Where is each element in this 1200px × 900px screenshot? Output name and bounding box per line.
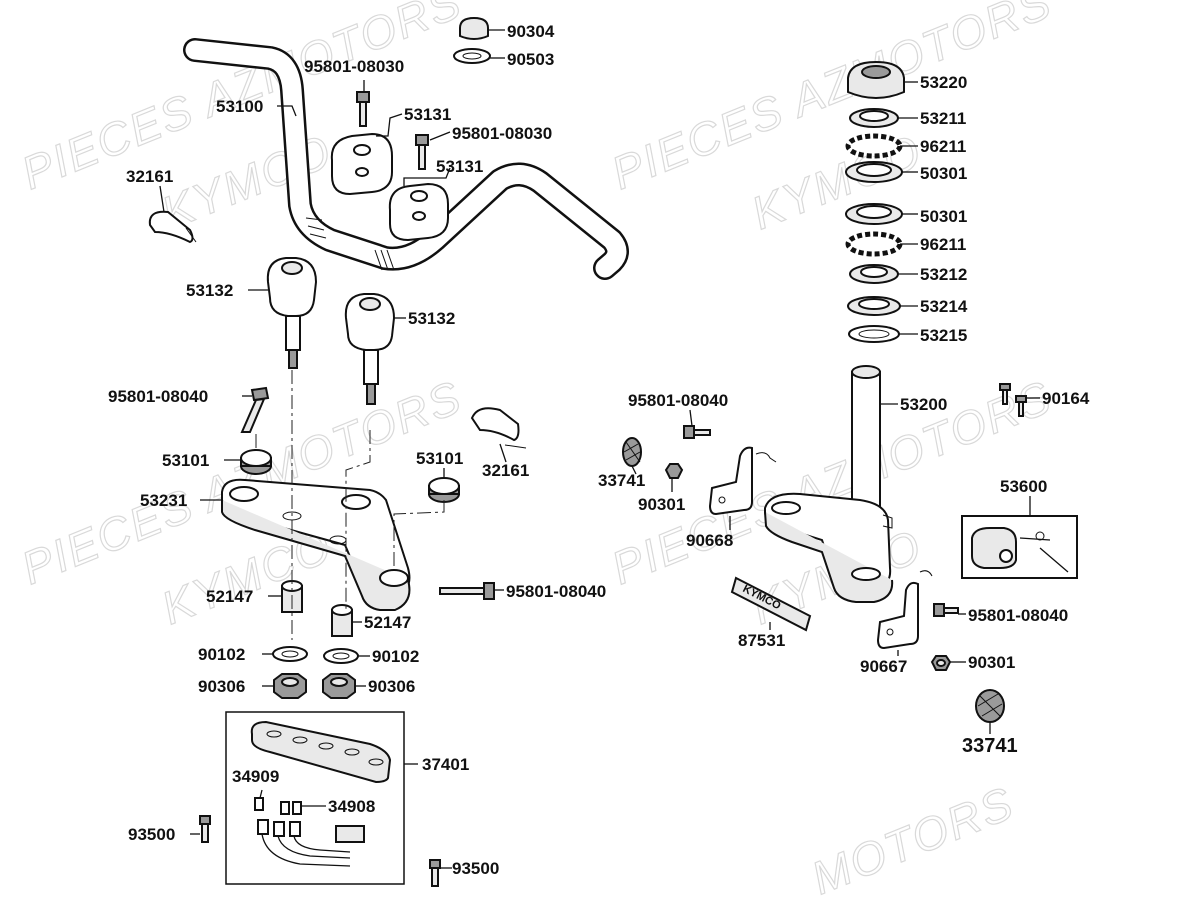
label-90503: 90503 [507, 50, 554, 69]
screw-90164 [999, 383, 1027, 417]
bushing-b [428, 477, 460, 503]
label-37401: 37401 [422, 755, 469, 774]
label-95801-08030-b: 95801-08030 [452, 124, 552, 143]
label-32161-b: 32161 [482, 461, 529, 480]
race-53212 [849, 264, 899, 284]
label-53600: 53600 [1000, 477, 1047, 496]
upper-clamp-b [388, 182, 449, 242]
reflector-small [622, 437, 642, 467]
handlebar [183, 38, 629, 280]
label-53100: 53100 [216, 97, 263, 116]
upper-clamp-a [330, 132, 393, 196]
label-53200: 53200 [900, 395, 947, 414]
clamp-bolt-a [356, 91, 370, 127]
riser-b [344, 293, 396, 405]
label-96211-a: 96211 [920, 137, 966, 156]
label-90306-a: 90306 [198, 677, 245, 696]
nut-90301-b [930, 655, 952, 671]
label-93500-a: 93500 [128, 825, 175, 844]
label-90164: 90164 [1042, 389, 1090, 408]
bolt-bridge [439, 582, 495, 600]
ball-race-96211-b [845, 231, 903, 257]
label-95801-08040-a: 95801-08040 [108, 387, 208, 406]
label-90301-a: 90301 [638, 495, 685, 514]
label-33741-b: 33741 [962, 735, 1018, 757]
label-90668: 90668 [686, 531, 733, 550]
label-90306-b: 90306 [368, 677, 415, 696]
ignition-switch-box [961, 515, 1078, 579]
nut-left [273, 673, 307, 699]
top-bridge [221, 478, 411, 611]
bolt-stem-upper [683, 425, 711, 439]
part-labels: 90304 90503 95801-08030 53100 53131 9580… [108, 22, 1090, 878]
label-53131-a: 53131 [404, 105, 451, 124]
washer-53215 [848, 325, 900, 343]
label-50301-a: 50301 [920, 164, 967, 183]
label-53132-b: 53132 [408, 309, 455, 328]
label-53214: 53214 [920, 297, 968, 316]
watermark: MOTORS [804, 776, 1021, 900]
label-53101-a: 53101 [162, 451, 209, 470]
label-32161-a: 32161 [126, 167, 173, 186]
washer-top [453, 48, 491, 64]
label-53132-a: 53132 [186, 281, 233, 300]
label-53220: 53220 [920, 73, 967, 92]
watermark: KYMCO [744, 124, 929, 239]
label-96211-b: 96211 [920, 235, 966, 254]
bearing-nut-53220 [847, 60, 905, 99]
bracket-90668 [708, 446, 777, 516]
label-34909: 34909 [232, 767, 279, 786]
label-34908: 34908 [328, 797, 375, 816]
label-53212: 53212 [920, 265, 967, 284]
bolt-93500-left [199, 815, 211, 843]
riser-a [266, 257, 318, 369]
label-95801-08040-b: 95801-08040 [506, 582, 606, 601]
washer-left [272, 646, 308, 662]
spacer-b [331, 604, 353, 637]
steering-stem [764, 365, 894, 603]
label-52147-a: 52147 [206, 587, 253, 606]
label-90102-a: 90102 [198, 645, 245, 664]
cap-nut [459, 16, 489, 40]
cable-clip-b [470, 407, 527, 449]
bracket-90667 [876, 570, 933, 650]
clamp-bolt-b [415, 134, 429, 170]
label-53211: 53211 [920, 109, 966, 128]
bolt-stem-lower [933, 603, 959, 617]
nut-90301-a [664, 463, 684, 479]
nut-right [322, 673, 356, 699]
label-53101-b: 53101 [416, 449, 463, 468]
label-90304: 90304 [507, 22, 555, 41]
bolt-93500-right [429, 859, 441, 887]
reflector-large [975, 689, 1005, 723]
race-53211 [849, 108, 899, 128]
cable-clip-a [148, 210, 197, 244]
cone-50301-b [845, 203, 903, 225]
leader-lines [159, 29, 1040, 869]
switch-bracket-box [225, 711, 405, 885]
label-90301-b: 90301 [968, 653, 1015, 672]
bolt-top-left [240, 386, 270, 433]
label-95801-08030-a: 95801-08030 [304, 57, 404, 76]
label-33741-a: 33741 [598, 471, 645, 490]
label-93500-b: 93500 [452, 859, 499, 878]
label-53231: 53231 [140, 491, 187, 510]
label-95801-08040-d: 95801-08040 [968, 606, 1068, 625]
cone-50301-a [845, 161, 903, 183]
label-90102-b: 90102 [372, 647, 419, 666]
seal-53214 [847, 296, 901, 316]
washer-right [323, 648, 359, 664]
label-90667: 90667 [860, 657, 907, 676]
label-53215: 53215 [920, 326, 967, 345]
bushing-a [240, 449, 272, 475]
label-53131-b: 53131 [436, 157, 483, 176]
label-52147-b: 52147 [364, 613, 411, 632]
label-87531: 87531 [738, 631, 785, 650]
label-50301-b: 50301 [920, 207, 967, 226]
label-95801-08040-c: 95801-08040 [628, 391, 728, 410]
ball-race-96211-a [845, 133, 903, 159]
